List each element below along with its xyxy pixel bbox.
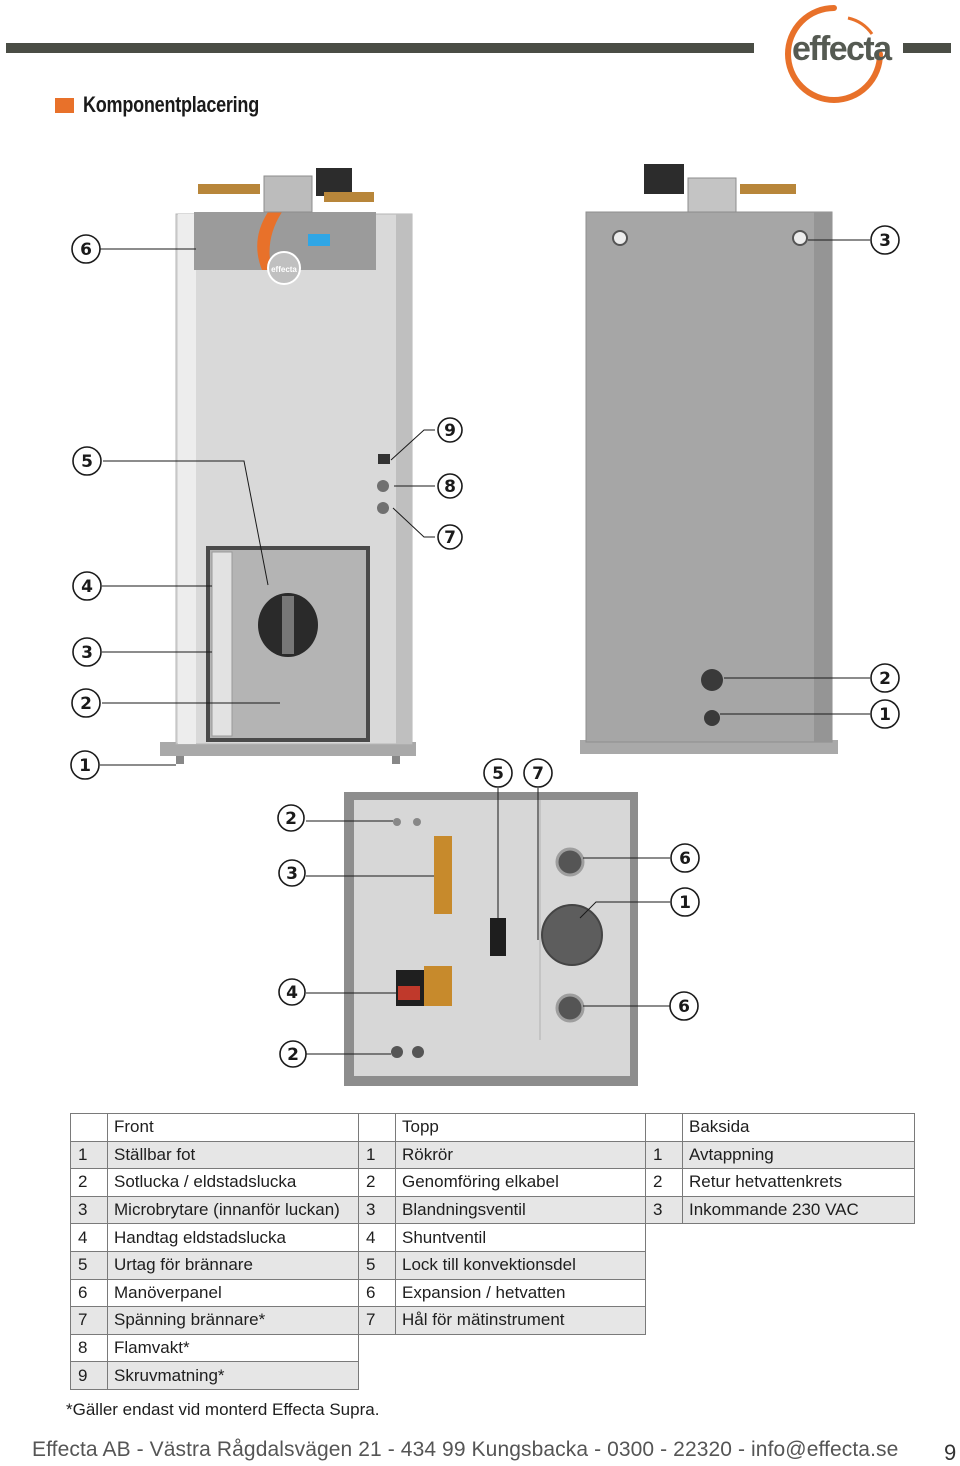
svg-text:1: 1 [79,756,91,776]
svg-text:5: 5 [492,764,504,784]
table-row: 1 Ställbar fot 1 Rökrör 1 Avtappning [70,1140,915,1170]
svg-text:7: 7 [532,764,544,784]
front-view: effecta [160,168,416,764]
component-table: Front Topp Baksida 1 Ställbar fot 1 Rökr… [70,1113,915,1390]
svg-text:1: 1 [879,705,891,725]
callout-top-6b: 6 [669,991,699,1021]
svg-text:2: 2 [285,809,297,829]
svg-text:4: 4 [81,577,93,597]
header-bar-right [903,43,951,53]
svg-text:9: 9 [444,421,456,441]
callout-top-6a: 6 [670,843,700,873]
header-top: Topp [395,1113,646,1142]
svg-text:1: 1 [679,893,691,913]
callout-back-1: 1 [870,699,900,729]
section-heading: Komponentplacering [55,92,298,118]
callout-front-8: 8 [437,473,463,499]
table-row: 3 Microbrytare (innanför luckan) 3 Bland… [70,1195,915,1225]
header-front: Front [107,1113,359,1142]
header-back: Baksida [682,1113,915,1142]
table-row: 5 Urtag för brännare 5 Lock till konvekt… [70,1250,915,1280]
callout-back-2: 2 [870,663,900,693]
callouts: 6 5 9 8 7 4 3 2 1 3 2 1 5 7 2 3 6 1 4 6 … [70,225,900,1068]
callout-front-2: 2 [71,688,101,718]
svg-text:8: 8 [444,477,456,497]
table-row: 7 Spänning brännare* 7 Hål för mätinstru… [70,1306,915,1335]
callout-front-4: 4 [72,571,102,601]
svg-text:3: 3 [286,864,298,884]
footer-address: Effecta AB - Västra Rågdalsvägen 21 - 43… [32,1438,899,1461]
svg-text:2: 2 [287,1045,299,1065]
svg-text:2: 2 [80,694,92,714]
table-row: 6 Manöverpanel 6 Expansion / hetvatten [70,1278,915,1308]
panel-logo-text: effecta [271,265,297,274]
table-row: 8 Flamvakt* [70,1333,915,1363]
page-title: Komponentplacering [83,92,259,117]
logo-text: effecta [792,30,893,68]
leader-lines [100,239,870,1055]
page-number: 9 [944,1440,957,1465]
svg-text:2: 2 [879,669,891,689]
callout-front-1: 1 [70,750,100,780]
header-bar-left [6,43,754,53]
effecta-logo: effecta [785,5,893,103]
callout-top-2a: 2 [277,804,305,832]
callout-top-2b: 2 [279,1040,307,1068]
svg-text:3: 3 [879,231,891,251]
table-row: 4 Handtag eldstadslucka 4 Shuntventil [70,1223,915,1252]
boiler-illustration: effecta [70,164,900,1086]
heading-bullet [55,97,74,113]
callout-top-5: 5 [483,758,513,788]
svg-text:3: 3 [81,643,93,663]
svg-text:5: 5 [81,452,93,472]
svg-text:4: 4 [286,983,298,1003]
callout-front-9: 9 [437,417,463,443]
table-row: 2 Sotlucka / eldstadslucka 2 Genomföring… [70,1168,915,1197]
callout-top-7: 7 [523,758,553,788]
callout-top-1: 1 [670,887,700,917]
callout-front-3: 3 [72,637,102,667]
top-view [344,792,638,1086]
callout-top-3: 3 [278,859,306,887]
svg-text:7: 7 [444,528,456,548]
callout-front-6: 6 [71,234,101,264]
callout-back-3: 3 [870,225,900,255]
svg-text:6: 6 [679,849,691,869]
table-header-row: Front Topp Baksida [70,1113,915,1142]
callout-top-4: 4 [278,978,306,1006]
svg-text:6: 6 [678,997,690,1017]
svg-text:6: 6 [80,240,92,260]
table-row: 9 Skruvmatning* [70,1361,915,1390]
callout-front-7: 7 [437,524,463,550]
callout-front-5: 5 [72,446,102,476]
back-view [580,164,838,754]
footnote: *Gäller endast vid monterd Effecta Supra… [66,1400,380,1419]
